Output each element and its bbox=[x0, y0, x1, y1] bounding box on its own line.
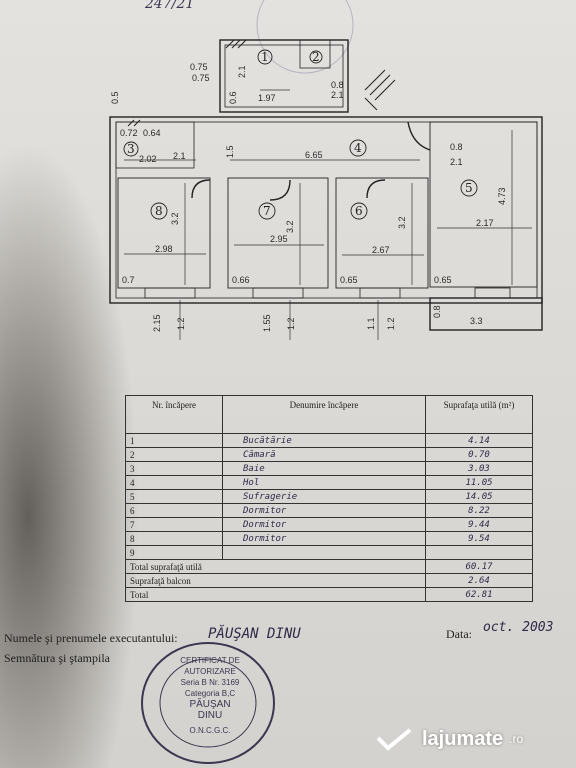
dim-label: 1.2 bbox=[386, 317, 396, 330]
watermark-logo: lajumate .ro bbox=[372, 726, 523, 752]
outer-wall bbox=[109, 116, 543, 304]
dim-label: 0.5 bbox=[110, 91, 120, 104]
dim-label: 2.17 bbox=[476, 218, 494, 228]
room-number-8: 8 bbox=[155, 204, 163, 218]
dim-label: 0.8 bbox=[450, 142, 463, 152]
table-row: 6 Dormitor 8.22 bbox=[125, 503, 533, 518]
table-row: 5 Sufragerie 14.05 bbox=[125, 489, 533, 504]
executant-name: PĂUŞAN DINU bbox=[208, 626, 301, 642]
table-row: 2 Cămară 0.70 bbox=[125, 447, 533, 462]
room-number-4: 4 bbox=[354, 141, 362, 155]
dim-label: 1.2 bbox=[176, 317, 186, 330]
total-util-row: Total suprafaţă utilă 60.17 bbox=[125, 559, 533, 574]
dim-label: 0.7 bbox=[122, 275, 135, 285]
room-number-3: 3 bbox=[127, 142, 135, 156]
header-nr: Nr. încăpere bbox=[125, 395, 223, 434]
dim-label: 3.3 bbox=[470, 316, 483, 326]
faint-stamp-icon bbox=[256, 0, 354, 74]
dim-label: 1.55 bbox=[262, 314, 272, 332]
dim-label: 3.2 bbox=[397, 216, 407, 229]
room-number-6: 6 bbox=[355, 204, 363, 218]
area-table: Nr. încăpere Denumire încăpere Suprafaţa… bbox=[125, 395, 533, 602]
dim-label: 1.97 bbox=[258, 93, 276, 103]
dim-label: 2.1 bbox=[331, 90, 344, 100]
executant-label: Numele şi prenumele executantului: bbox=[4, 631, 178, 645]
heart-check-icon bbox=[376, 728, 412, 751]
dim-label: 1.2 bbox=[286, 317, 296, 330]
dim-label: 0.75 bbox=[192, 73, 210, 83]
dim-label: 2.1 bbox=[173, 151, 186, 161]
dim-label: 2.1 bbox=[450, 157, 463, 167]
watermark-brand: lajumate bbox=[422, 727, 504, 750]
room-number-5: 5 bbox=[465, 181, 473, 195]
dim-label: 0.64 bbox=[143, 128, 161, 138]
dim-label: 2.98 bbox=[155, 244, 173, 254]
dim-label: 1.5 bbox=[225, 145, 235, 158]
dim-label: 1.1 bbox=[366, 317, 376, 330]
dim-label: 0.66 bbox=[232, 275, 250, 285]
date-value: oct. 2003 bbox=[483, 620, 554, 635]
balcony-row: Suprafaţă balcon 2.64 bbox=[125, 573, 533, 588]
dim-label: 0.75 bbox=[190, 62, 208, 72]
dim-label: 2.15 bbox=[152, 314, 162, 332]
room-number-1: 1 bbox=[261, 50, 269, 64]
dim-label: 0.72 bbox=[120, 128, 138, 138]
table-row: 1 Bucătărie 4.14 bbox=[125, 433, 533, 448]
top-handwritten-note: 247/21 bbox=[145, 0, 195, 12]
shadow bbox=[0, 140, 140, 768]
dim-label: 0.65 bbox=[434, 275, 452, 285]
date-label: Data: bbox=[446, 627, 472, 641]
table-row: 4 Hol 11.05 bbox=[125, 475, 533, 490]
stamp-icon bbox=[141, 642, 275, 764]
dim-label: 0.6 bbox=[228, 91, 238, 104]
floor-plan: 1 2 3 4 5 8 7 6 0.75 0.75 2.1 1.97 0.6 0… bbox=[109, 0, 543, 340]
watermark-tld: .ro bbox=[509, 732, 524, 746]
header-name: Denumire încăpere bbox=[222, 395, 426, 434]
dim-label: 3.2 bbox=[285, 220, 295, 233]
kitchen-wall bbox=[219, 39, 349, 113]
room-number-7: 7 bbox=[263, 204, 271, 218]
dim-label: 6.65 bbox=[305, 150, 323, 160]
dim-label: 2.67 bbox=[372, 245, 390, 255]
dim-label: 0.8 bbox=[331, 80, 344, 90]
stamp-text: CERTIFICAT DE AUTORIZARE Seria B Nr. 316… bbox=[180, 656, 240, 735]
header-area: Suprafaţa utilă (m²) bbox=[425, 395, 533, 434]
dim-label: 0.65 bbox=[340, 275, 358, 285]
room-number-2: 2 bbox=[312, 50, 320, 64]
dim-label: 2.02 bbox=[139, 154, 157, 164]
dim-label: 2.1 bbox=[237, 65, 247, 78]
signature-label: Semnătura şi ştampila bbox=[4, 651, 110, 665]
table-row: 3 Baie 3.03 bbox=[125, 461, 533, 476]
table-row: 9 bbox=[125, 545, 533, 560]
dim-label: 3.2 bbox=[170, 212, 180, 225]
dim-label: 4.73 bbox=[497, 187, 507, 205]
table-row: 8 Dormitor 9.54 bbox=[125, 531, 533, 546]
dim-label: 2.95 bbox=[270, 234, 288, 244]
total-row: Total 62.81 bbox=[125, 587, 533, 602]
table-row: 7 Dormitor 9.44 bbox=[125, 517, 533, 532]
dim-label: 0.8 bbox=[432, 305, 442, 318]
table-header: Nr. încăpere Denumire încăpere Suprafaţa… bbox=[125, 395, 533, 434]
